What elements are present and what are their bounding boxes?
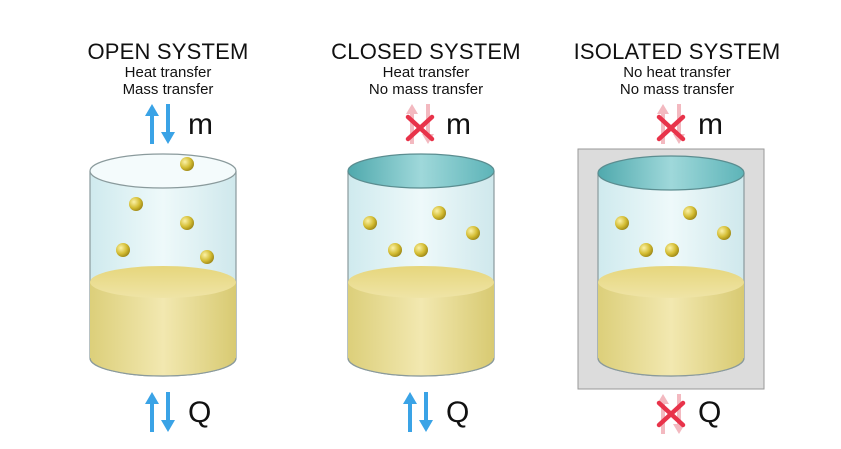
isolated-liquid <box>598 282 744 376</box>
open-liquid <box>90 282 236 376</box>
particle <box>683 206 697 220</box>
isolated-heat-blocked-icon <box>656 394 686 434</box>
open-top-rim <box>89 153 237 189</box>
closed-mass-blocked-icon <box>405 104 435 144</box>
open-heat-symbol: Q <box>188 396 212 429</box>
open-heat-arrows-icon <box>145 392 175 432</box>
particle <box>180 216 194 230</box>
particle <box>180 157 194 171</box>
particle <box>414 243 428 257</box>
particle <box>432 206 446 220</box>
particle <box>363 216 377 230</box>
particle <box>388 243 402 257</box>
particle <box>466 226 480 240</box>
isolated-mass-symbol: m <box>698 108 723 141</box>
particle <box>717 226 731 240</box>
open-mass-arrows-icon <box>145 104 175 144</box>
open-system-title: OPEN SYSTEM <box>87 39 249 64</box>
isolated-system-mass-label: No mass transfer <box>619 81 735 98</box>
isolated-lid <box>597 155 745 191</box>
open-system-heat-label: Heat transfer <box>124 64 212 81</box>
closed-system-title: CLOSED SYSTEM <box>331 39 521 64</box>
closed-container <box>347 153 495 377</box>
isolated-system-title: ISOLATED SYSTEM <box>573 39 781 64</box>
closed-system-header: CLOSED SYSTEM Heat transfer No mass tran… <box>306 39 546 99</box>
closed-heat-arrows-icon <box>403 392 433 432</box>
closed-system-mass-label: No mass transfer <box>368 81 484 98</box>
particle <box>665 243 679 257</box>
open-system-header: OPEN SYSTEM Heat transfer Mass transfer <box>48 39 288 99</box>
open-container <box>89 153 237 377</box>
particle <box>639 243 653 257</box>
closed-liquid <box>348 282 494 376</box>
open-system-mass-label: Mass transfer <box>122 81 214 98</box>
open-mass-symbol: m <box>188 108 213 141</box>
particle <box>129 197 143 211</box>
particle <box>116 243 130 257</box>
isolated-system-heat-label: No heat transfer <box>623 64 731 81</box>
closed-mass-symbol: m <box>446 108 471 141</box>
particle <box>615 216 629 230</box>
isolated-heat-symbol: Q <box>698 396 722 429</box>
isolated-mass-blocked-icon <box>656 104 686 144</box>
isolated-system-header: ISOLATED SYSTEM No heat transfer No mass… <box>557 39 797 99</box>
closed-lid <box>347 153 495 189</box>
closed-heat-symbol: Q <box>446 396 470 429</box>
isolated-container <box>597 155 745 377</box>
particle <box>200 250 214 264</box>
closed-system-heat-label: Heat transfer <box>382 64 470 81</box>
